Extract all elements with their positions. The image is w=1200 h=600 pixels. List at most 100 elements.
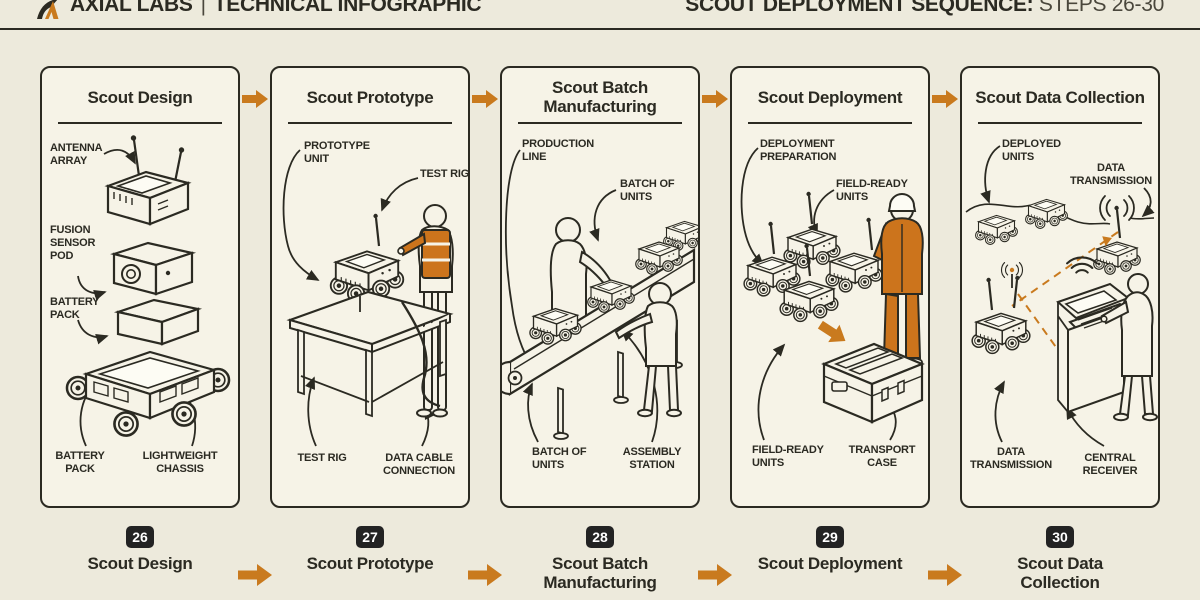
timeline-label: Scout Batch Manufacturing [543, 554, 657, 593]
callout-field-ready-units-top: FIELD-READY UNITS [836, 178, 908, 203]
timeline-label: Scout Prototype [306, 554, 434, 573]
step-badge: 30 [1046, 526, 1074, 548]
panel-scout-deployment: Scout Deployment [730, 66, 930, 508]
panel-art-scout-prototype: PROTOTYPE UNIT TEST RIG TEST RIG DATA CA… [272, 124, 469, 506]
arrow-right-icon [242, 90, 268, 108]
panel-title: Scout Design [87, 87, 193, 107]
callout-battery-pack-bottom: BATTERY PACK [55, 450, 105, 475]
arrow-right-icon [472, 90, 498, 108]
step-badge: 28 [586, 526, 614, 548]
scout-prototype-illustration [282, 149, 454, 447]
panel-gap [240, 66, 270, 508]
field-ready-units-drawing [744, 190, 882, 322]
timeline-step-27: 27 Scout Prototype [270, 526, 470, 573]
timeline-gap [238, 526, 272, 596]
panel-title: Scout Prototype [306, 87, 434, 107]
signal-node-icon [1000, 262, 1024, 288]
callout-production-line: PRODUCTION LINE [522, 138, 594, 163]
step-badge: 26 [126, 526, 154, 548]
step-badge: 27 [356, 526, 384, 548]
chassis-drawing [65, 350, 231, 437]
callout-assembly-station: ASSEMBLY STATION [622, 446, 682, 471]
callout-data-cable-connection: DATA CABLE CONNECTION [383, 452, 455, 477]
data-cable-drawing [400, 301, 441, 408]
panel-art-scout-batch-manufacturing: PRODUCTION LINE BATCH OF UNITS BATCH OF … [502, 124, 698, 506]
timeline-label: Scout Deployment [757, 554, 903, 573]
battery-pack-drawing [113, 298, 203, 346]
panel-scout-design: Scout Design [40, 66, 240, 508]
panel-scout-data-collection: Scout Data Collection [960, 66, 1160, 508]
panel-title: Scout Batch Manufacturing [543, 78, 657, 116]
callout-field-ready-units-bottom: FIELD-READY UNITS [752, 444, 824, 469]
timeline-gap [468, 526, 502, 596]
worker-front-drawing [614, 282, 682, 418]
scout-deployment-illustration [740, 147, 925, 441]
comms-unit-drawing [104, 135, 192, 226]
prototype-rover-drawing [331, 212, 404, 302]
brand-line: AXIAL LABS|TECHNICAL INFOGRAPHIC [70, 0, 482, 17]
worker-behind-belt-drawing [549, 217, 612, 331]
panel-title-divider [978, 122, 1142, 124]
timeline-step-29: 29 Scout Deployment [730, 526, 930, 573]
arrow-right-icon [698, 564, 732, 586]
callout-batch-of-units-top: BATCH OF UNITS [620, 178, 675, 203]
timeline-label: Scout Design [87, 554, 193, 573]
panel-title: Scout Deployment [757, 87, 903, 107]
test-rig-table-drawing [286, 290, 454, 418]
callout-antenna-array: ANTENNA ARRAY [50, 142, 102, 167]
scout-batch-manufacturing-illustration [502, 149, 698, 443]
arrow-right-icon [238, 564, 272, 586]
callout-deployment-preparation: DEPLOYMENT PREPARATION [760, 138, 837, 163]
callout-battery-pack-top: BATTERY PACK [50, 296, 100, 321]
arrow-right-icon [928, 564, 962, 586]
panel-art-scout-deployment: DEPLOYMENT PREPARATION FIELD-READY UNITS… [732, 124, 928, 506]
panel-art-scout-data-collection: DEPLOYED UNITS DATA TRANSMISSION DATA TR… [962, 124, 1158, 506]
callout-test-rig-bottom: TEST RIG [297, 452, 347, 464]
timeline: 26 Scout Design 27 Scout Prototype 28 Sc… [0, 526, 1200, 596]
callout-data-transmission-bottom: DATA TRANSMISSION [970, 446, 1052, 471]
field-operator-drawing [872, 193, 924, 367]
panel-title-divider [748, 122, 912, 124]
callout-lightweight-chassis: LIGHTWEIGHT CHASSIS [142, 450, 218, 475]
sensor-pod-drawing [110, 241, 197, 296]
page-title-bold: SCOUT DEPLOYMENT SEQUENCE: [685, 0, 1034, 16]
panel-gap [700, 66, 730, 508]
transmission-arrowhead [1102, 236, 1112, 247]
panel-scout-batch-manufacturing: Scout Batch Manufacturing [500, 66, 700, 508]
arrow-right-icon [468, 564, 502, 586]
page-title: SCOUT DEPLOYMENT SEQUENCE: STEPS 26-30 [685, 0, 1164, 17]
header: AXIAL LABS|TECHNICAL INFOGRAPHIC SCOUT D… [0, 0, 1200, 30]
callout-deployed-units: DEPLOYED UNITS [1002, 138, 1061, 163]
panel-title-divider [518, 122, 682, 124]
panel-title: Scout Data Collection [975, 87, 1145, 107]
orange-flow-arrow [814, 316, 852, 350]
timeline-gap [698, 526, 732, 596]
arrow-right-icon [702, 90, 728, 108]
callout-test-rig-top: TEST RIG [420, 168, 470, 180]
transport-case-drawing [821, 342, 925, 424]
operator-at-console-drawing [1100, 273, 1158, 422]
scout-design-illustration [65, 135, 231, 447]
transmitting-rover-drawing [972, 274, 1030, 354]
doc-type: TECHNICAL INFOGRAPHIC [213, 0, 482, 16]
timeline-step-26: 26 Scout Design [40, 526, 240, 573]
callout-prototype-unit: PROTOTYPE UNIT [304, 140, 370, 165]
callout-central-receiver: CENTRAL RECEIVER [1082, 452, 1138, 477]
deployed-rovers-drawing [976, 195, 1141, 274]
axial-labs-logo-icon [37, 0, 59, 19]
scout-data-collection-illustration [965, 145, 1158, 447]
panel-scout-prototype: Scout Prototype [270, 66, 470, 508]
timeline-step-28: 28 Scout Batch Manufacturing [500, 526, 700, 592]
page-title-light: STEPS 26-30 [1038, 0, 1164, 16]
brand-name: AXIAL LABS [70, 0, 193, 16]
timeline-gap [928, 526, 962, 596]
panels-row: Scout Design [0, 66, 1200, 508]
panel-title-divider [288, 122, 452, 124]
callout-data-transmission-top: DATA TRANSMISSION [1070, 162, 1152, 187]
arrow-right-icon [932, 90, 958, 108]
callout-fusion-sensor-pod: FUSION SENSOR POD [50, 224, 96, 262]
panel-gap [470, 66, 500, 508]
central-receiver-drawing [1056, 256, 1134, 415]
callout-transport-case: TRANSPORT CASE [848, 444, 916, 469]
timeline-label: Scout Data Collection [1017, 554, 1103, 593]
